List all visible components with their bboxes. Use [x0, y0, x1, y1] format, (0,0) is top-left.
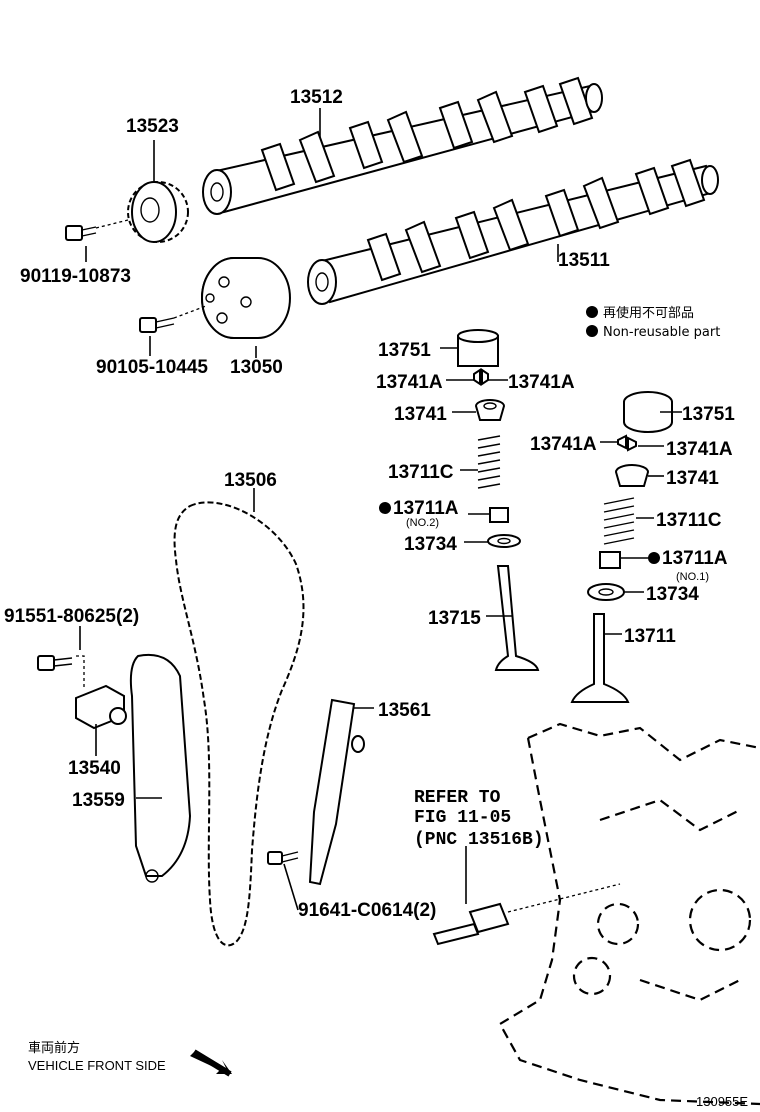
label-13711a-right: 13711A — [662, 548, 728, 569]
label-13559: 13559 — [72, 790, 125, 811]
leader-lines — [79, 108, 682, 911]
label-90105-10445: 90105-10445 — [96, 357, 208, 378]
label-13734-left: 13734 — [404, 534, 457, 555]
legend-en: Non-reusable part — [603, 325, 720, 340]
intake-valve-13711 — [570, 613, 630, 703]
refer-line-3: (PNC 13516B) — [414, 830, 544, 850]
refer-line-2: FIG 11-05 — [414, 808, 511, 828]
valve-stack-right — [570, 391, 673, 703]
non-reusable-bullet-icon — [586, 306, 598, 318]
valve-seal-13711a-right — [599, 551, 621, 569]
spring-seat-13734-right — [587, 583, 625, 601]
bolt-91641-c0614 — [267, 851, 299, 865]
bolt-91551-80625 — [37, 655, 85, 690]
engine-block-outline — [498, 722, 760, 1106]
label-13715: 13715 — [428, 608, 481, 629]
legend: 再使用不可部品 Non-reusable part — [586, 305, 720, 340]
camshaft-sprocket-13523 — [127, 181, 189, 243]
exhaust-valve-13715 — [494, 565, 540, 671]
keeper-13741a-right — [617, 434, 637, 452]
label-13540: 13540 — [68, 758, 121, 779]
valve-lifter-13751-right — [623, 391, 673, 433]
label-13050: 13050 — [230, 357, 283, 378]
label-13512: 13512 — [290, 87, 343, 108]
vehicle-front-arrow-icon — [190, 1049, 232, 1077]
label-13751-right: 13751 — [682, 404, 735, 425]
valve-lifter-13751-left — [457, 329, 499, 367]
chain-damper-13561 — [308, 698, 365, 886]
label-13734-right: 13734 — [646, 584, 699, 605]
retainer-13741-right — [614, 464, 650, 487]
label-13711a-right-sub: (NO.1) — [676, 571, 709, 583]
label-13751-left: 13751 — [378, 340, 431, 361]
part-labels: 13512 13523 90119-10873 13511 90105-1044… — [4, 87, 735, 921]
cam-timing-gear-13050 — [200, 257, 291, 339]
label-13511: 13511 — [558, 250, 610, 271]
label-13741-right: 13741 — [666, 468, 719, 489]
keeper-13741a-left — [473, 368, 489, 386]
label-13741a-left-1: 13741A — [376, 372, 443, 393]
refer-line-1: REFER TO — [414, 788, 501, 808]
non-reusable-bullet-icon — [379, 502, 391, 514]
label-13506: 13506 — [224, 470, 277, 491]
label-13741a-right-2: 13741A — [666, 439, 733, 460]
legend-jp: 再使用不可部品 — [603, 305, 694, 321]
label-91551-80625: 91551-80625(2) — [4, 606, 139, 627]
label-13711a-left-sub: (NO.2) — [406, 517, 439, 529]
label-90119-10873: 90119-10873 — [20, 266, 131, 287]
valve-seal-13711a-left — [489, 507, 509, 523]
non-reusable-bullet-icon — [586, 325, 598, 337]
refer-note: REFER TO FIG 11-05 (PNC 13516B) — [414, 788, 544, 850]
label-13711c-left: 13711C — [388, 462, 454, 483]
label-13741a-left-2: 13741A — [508, 372, 575, 393]
front-en: VEHICLE FRONT SIDE — [28, 1058, 166, 1073]
front-jp: 車両前方 — [28, 1040, 80, 1055]
label-13741-left: 13741 — [394, 404, 447, 425]
label-91641-c0614: 91641-C0614(2) — [298, 900, 436, 921]
bolt-90119-10873 — [65, 219, 129, 241]
camshaft-13512 — [202, 76, 603, 215]
figure-id: 130955E — [696, 1094, 748, 1109]
label-13561: 13561 — [378, 700, 431, 721]
timing-chain-13506 — [173, 501, 305, 947]
chain-slipper-13559 — [129, 654, 192, 883]
camshaft-13511 — [307, 158, 719, 305]
valve-spring-13711c-right — [603, 497, 635, 545]
label-13711c-right: 13711C — [656, 510, 722, 531]
valve-spring-13711c-left — [477, 435, 501, 489]
vehicle-front-note: 車両前方 VEHICLE FRONT SIDE — [28, 1040, 166, 1073]
label-13523: 13523 — [126, 116, 179, 137]
valve-stack-left — [457, 329, 540, 671]
label-13711a-left: 13711A — [393, 498, 459, 519]
chain-tensioner-13540 — [75, 684, 127, 730]
retainer-13741-left — [474, 399, 506, 421]
oil-control-valve-13516b — [432, 883, 621, 946]
bolt-90105-10445 — [139, 305, 207, 333]
label-13711: 13711 — [624, 626, 676, 647]
label-13741a-right-1: 13741A — [530, 434, 597, 455]
non-reusable-bullet-icon — [648, 552, 660, 564]
spring-seat-13734-left — [487, 534, 521, 548]
